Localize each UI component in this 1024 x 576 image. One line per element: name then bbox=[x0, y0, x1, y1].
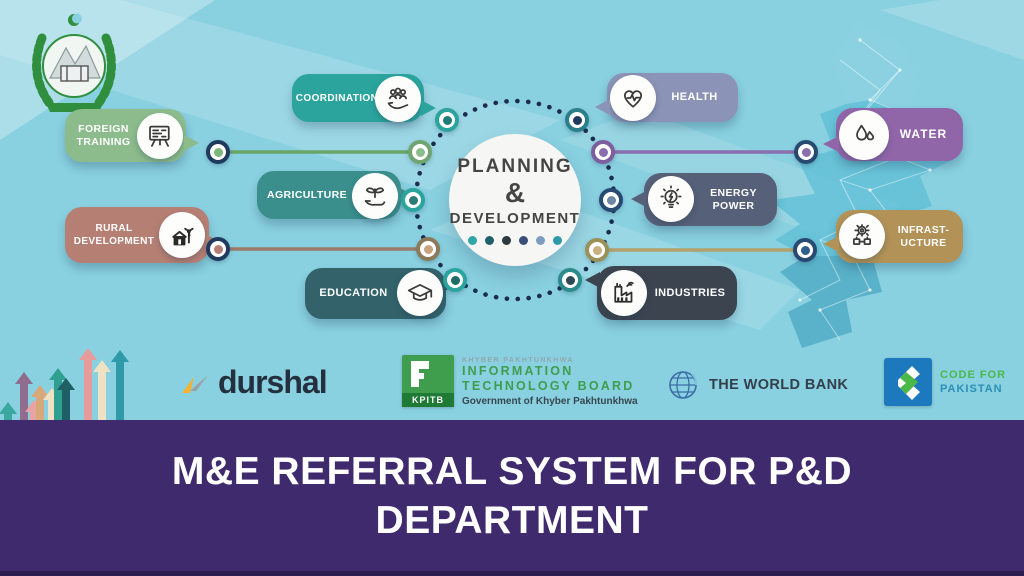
hub-title-line1: PLANNING bbox=[457, 155, 573, 177]
node-water[interactable]: WATER bbox=[823, 108, 963, 161]
hub-progress-dots bbox=[468, 235, 562, 245]
cfp-line2: PAKISTAN bbox=[940, 383, 1003, 395]
people-hands-icon bbox=[375, 76, 421, 122]
growth-arrows-graphic bbox=[0, 348, 129, 425]
durshal-wordmark: durshal bbox=[218, 364, 328, 400]
world-bank-logo: THE WORLD BANK bbox=[664, 366, 848, 404]
hub-ampersand: & bbox=[504, 176, 526, 208]
world-bank-wordmark: THE WORLD BANK bbox=[709, 377, 849, 393]
sprout-hand-icon bbox=[352, 173, 398, 219]
node-infrastructure[interactable]: INFRAST-UCTURE bbox=[823, 210, 963, 263]
connector-ring bbox=[443, 268, 467, 292]
banner-title-line1: M&E REFERRAL SYSTEM FOR P&D bbox=[171, 449, 853, 493]
node-health[interactable]: HEALTH bbox=[595, 73, 738, 122]
connector-ring bbox=[591, 140, 615, 164]
node-label: FOREIGN bbox=[78, 122, 129, 135]
connector-ring bbox=[793, 238, 817, 262]
world-bank-globe-icon bbox=[669, 371, 698, 399]
training-board-icon bbox=[137, 113, 183, 159]
code-for-pakistan-logo: CODE FOR PAKISTAN bbox=[884, 358, 1006, 406]
kp-government-emblem bbox=[32, 13, 116, 112]
planning-development-hub: PLANNING & DEVELOPMENT bbox=[449, 134, 581, 266]
kpitb-square-label: KPITB bbox=[402, 393, 454, 407]
node-agriculture[interactable]: AGRICULTURE bbox=[257, 171, 413, 219]
kpitb-name-line1: INFORMATION bbox=[462, 364, 574, 378]
node-industries[interactable]: INDUSTRIES bbox=[585, 266, 737, 320]
durshal-logo: durshal bbox=[178, 364, 328, 401]
heart-pulse-icon bbox=[610, 75, 656, 121]
connector-ring bbox=[565, 108, 589, 132]
kpitb-govt-line: Government of Khyber Pakhtunkhwa bbox=[462, 396, 638, 407]
node-education[interactable]: EDUCATION bbox=[305, 268, 458, 319]
kp-map bbox=[770, 20, 952, 348]
kpitb-square-icon: KPITB bbox=[402, 355, 454, 407]
code-for-pakistan-icon bbox=[884, 358, 932, 406]
house-turbine-icon bbox=[159, 212, 205, 258]
title-banner: M&E REFERRAL SYSTEM FOR P&D DEPARTMENT bbox=[0, 420, 1024, 576]
node-coordination[interactable]: COORDINATION bbox=[292, 74, 436, 122]
connector-ring bbox=[599, 188, 623, 212]
gears-icon bbox=[839, 213, 885, 259]
kpitb-province-line: KHYBER PAKHTUNKHWA bbox=[462, 357, 574, 364]
cfp-line1: CODE FOR bbox=[940, 369, 1007, 381]
kpitb-name-line2: TECHNOLOGY BOARD bbox=[462, 379, 635, 393]
kpitb-logo: KPITB KHYBER PAKHTUNKHWA INFORMATION TEC… bbox=[402, 355, 638, 407]
connector-ring bbox=[558, 268, 582, 292]
water-drops-icon bbox=[839, 110, 889, 160]
graduation-cap-icon bbox=[397, 270, 443, 316]
connector-ring bbox=[206, 140, 230, 164]
bulb-bolt-icon bbox=[648, 176, 694, 222]
connector-ring bbox=[401, 188, 425, 212]
connector-ring bbox=[794, 140, 818, 164]
connector-ring bbox=[416, 237, 440, 261]
hub-title-line2: DEVELOPMENT bbox=[449, 209, 581, 227]
factory-icon bbox=[601, 270, 647, 316]
connector-ring bbox=[435, 108, 459, 132]
banner-title-line2: DEPARTMENT bbox=[375, 498, 649, 542]
durshal-mark-icon bbox=[182, 374, 208, 393]
connector-ring bbox=[408, 140, 432, 164]
connector-ring bbox=[585, 238, 609, 262]
connector-ring bbox=[206, 237, 230, 261]
